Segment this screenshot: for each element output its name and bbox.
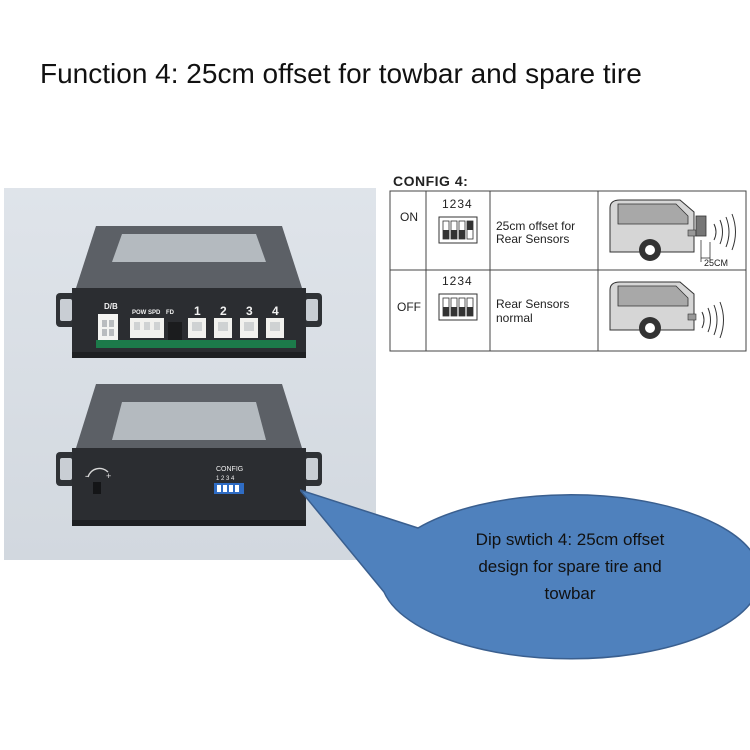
sensor-port-label-4: 4: [272, 304, 279, 318]
dip-numbers-off: 1234: [442, 274, 473, 288]
sensor-port-label-1: 1: [194, 304, 201, 318]
callout-line2: design for spare tire and: [478, 557, 662, 576]
port-fd-label: FD: [166, 310, 175, 316]
off-description-line2: normal: [496, 311, 533, 325]
callout-bubble: Dip swtich 4: 25cm offset design for spa…: [300, 470, 750, 670]
config-table: 25CM ON 1234 25cm offset for Rear Sensor…: [388, 190, 748, 354]
car-rear-illustration: [609, 281, 724, 339]
bottom-control-unit: - + CONFIG 1 2 3 4: [56, 384, 322, 526]
config-numbers: 1 2 3 4: [216, 476, 235, 482]
knob-minus-label: -: [85, 471, 88, 481]
dip-switch-on: [438, 216, 478, 244]
on-description-line2: Rear Sensors: [496, 232, 570, 246]
config-table-graphic: 25CM: [389, 190, 747, 352]
sensor-port-label-2: 2: [220, 304, 227, 318]
callout-line3: towbar: [544, 584, 596, 603]
dip-numbers-on: 1234: [442, 197, 473, 211]
top-control-unit: D/B POW SPD FD 1 2 3 4: [56, 226, 322, 358]
product-photo: D/B POW SPD FD 1 2 3 4: [4, 188, 376, 560]
state-on-label: ON: [400, 210, 418, 224]
on-description-line1: 25cm offset for: [496, 219, 576, 233]
callout-text: Dip swtich 4: 25cm offset design for spa…: [430, 526, 710, 607]
callout-shape: [300, 489, 750, 660]
callout-line1: Dip swtich 4: 25cm offset: [475, 530, 665, 549]
off-description-line1: Rear Sensors: [496, 297, 570, 311]
page-title: Function 4: 25cm offset for towbar and s…: [40, 58, 642, 89]
sensor-port-label-3: 3: [246, 304, 253, 318]
port-pow-spd-label: POW SPD: [132, 310, 161, 316]
parking-sensor-control-boxes: D/B POW SPD FD 1 2 3 4: [56, 226, 322, 526]
config-label: CONFIG: [216, 466, 243, 473]
knob-plus-label: +: [106, 471, 111, 481]
config-heading: CONFIG 4:: [393, 173, 469, 189]
port-db-label: D/B: [104, 302, 118, 311]
dip-switch-off: [438, 293, 478, 321]
distance-label: 25CM: [704, 258, 728, 268]
state-off-label: OFF: [397, 300, 421, 314]
car-rear-with-spare-tire-illustration: 25CM: [609, 199, 736, 268]
